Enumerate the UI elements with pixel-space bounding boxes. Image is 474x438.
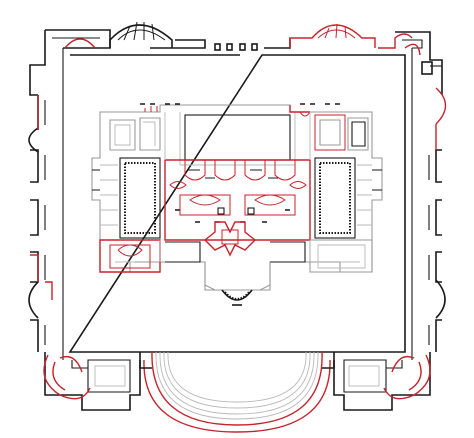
south-stadium: [139, 351, 335, 433]
southwest-corner: [43, 352, 141, 411]
central-bath-block: [91, 103, 383, 306]
central-block-details: [92, 112, 382, 262]
north-exedrae: [64, 21, 421, 56]
restored-side-walls: [30, 87, 447, 300]
southeast-corner: [333, 352, 431, 411]
outer-precinct-wall: [28, 29, 446, 360]
